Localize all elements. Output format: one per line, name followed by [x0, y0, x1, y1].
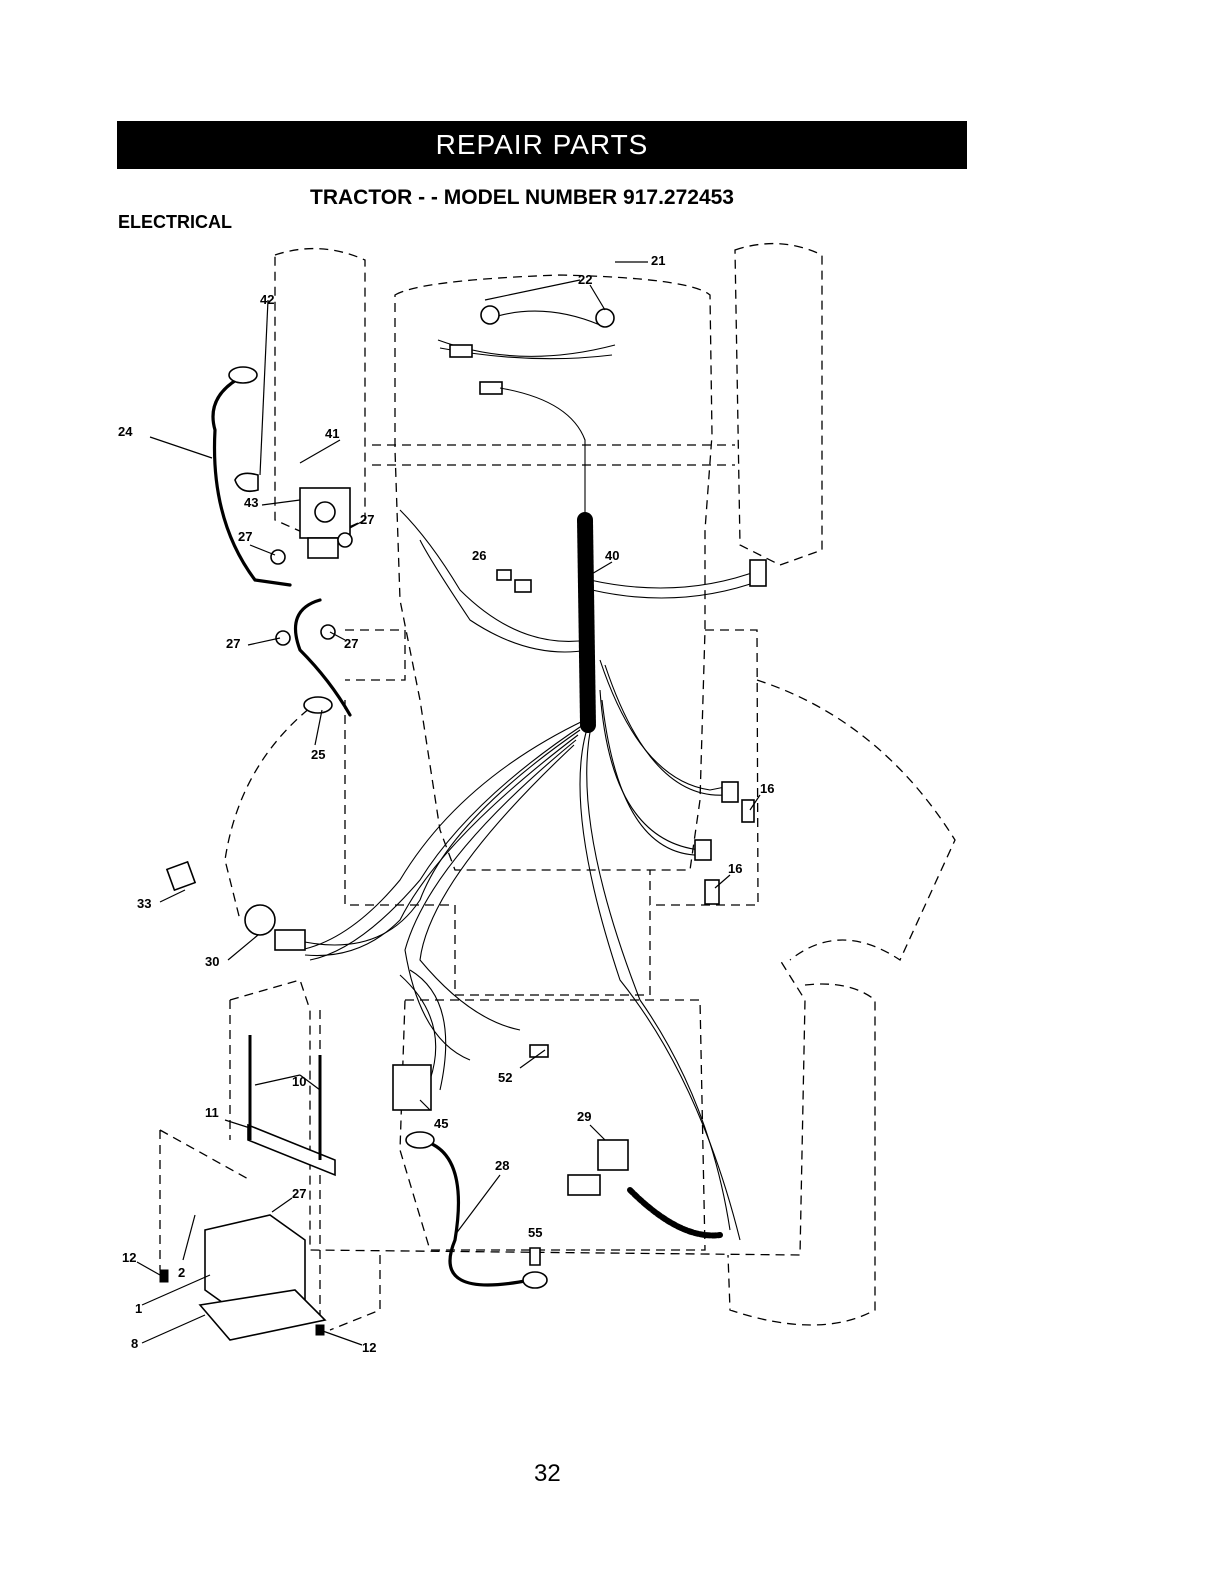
- callout-28: 28: [495, 1158, 509, 1173]
- callout-27-left: 27: [238, 529, 252, 544]
- wire-loom: [585, 520, 588, 725]
- callout-10: 10: [292, 1074, 306, 1089]
- page-number: 32: [534, 1460, 561, 1488]
- parts: [160, 367, 766, 1340]
- callout-41: 41: [325, 426, 339, 441]
- callout-43: 43: [244, 495, 258, 510]
- callout-30: 30: [205, 954, 219, 969]
- callout-27-battery: 27: [292, 1186, 306, 1201]
- callout-16-lower: 16: [728, 861, 742, 876]
- tractor-outline: [160, 244, 955, 1330]
- callout-25: 25: [311, 747, 325, 762]
- callout-24: 24: [118, 424, 133, 439]
- callout-27-right: 27: [344, 636, 358, 651]
- callout-1: 1: [135, 1301, 142, 1316]
- callout-2: 2: [178, 1265, 185, 1280]
- headlight-harness: [438, 306, 615, 520]
- callout-26: 26: [472, 548, 486, 563]
- leader-lines: [137, 262, 760, 1345]
- callout-52: 52: [498, 1070, 512, 1085]
- callout-22: 22: [578, 272, 592, 287]
- callout-27-lower: 27: [226, 636, 240, 651]
- harness-wires: [295, 510, 762, 1240]
- callout-42: 42: [260, 292, 274, 307]
- callout-11: 11: [205, 1105, 219, 1120]
- callout-12-left: 12: [122, 1250, 136, 1265]
- callout-29: 29: [577, 1109, 591, 1124]
- callout-27-top: 27: [360, 512, 374, 527]
- callout-40: 40: [605, 548, 619, 563]
- callout-21: 21: [651, 253, 665, 268]
- callout-16-upper: 16: [760, 781, 774, 796]
- callout-33: 33: [137, 896, 151, 911]
- callout-55: 55: [528, 1225, 542, 1240]
- callout-8: 8: [131, 1336, 138, 1351]
- callout-12-bottom: 12: [362, 1340, 376, 1355]
- callout-labels: 22 21 42 24 41 43 27 27 27 27 26 40 25 1…: [118, 253, 774, 1355]
- callout-45: 45: [434, 1116, 448, 1131]
